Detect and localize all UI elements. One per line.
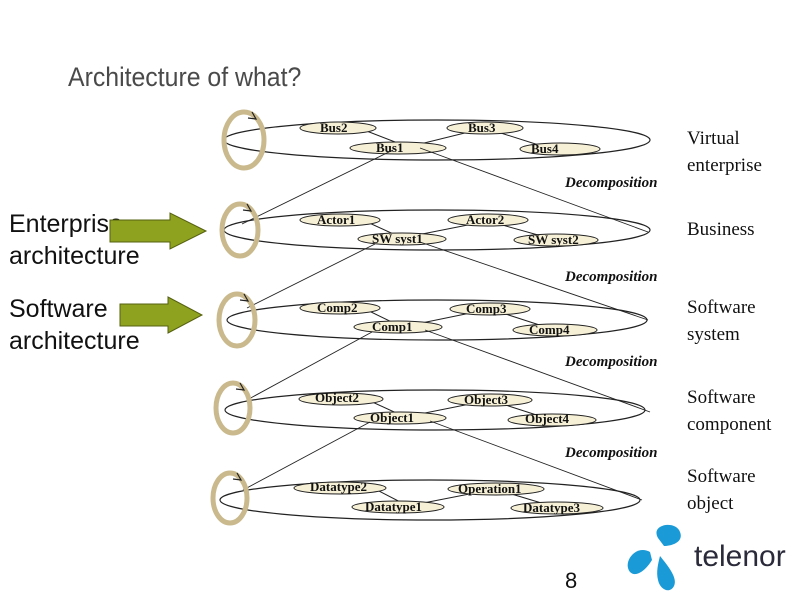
- software-label-line2: architecture: [9, 327, 140, 355]
- software-arrow-icon: [119, 296, 204, 334]
- node-comp3: Comp3: [466, 301, 507, 316]
- node-comp2: Comp2: [317, 300, 357, 315]
- telenor-logo: telenor: [627, 524, 786, 591]
- logo-wordmark: telenor: [694, 540, 786, 573]
- node-actor2: Actor2: [466, 212, 504, 227]
- level-software-object: Datatype2 Operation1 Datatype1 Datatype3: [210, 470, 641, 526]
- level-label-line: Software: [687, 466, 756, 487]
- level-label-line: Software: [687, 387, 756, 408]
- node-bus1: Bus1: [376, 140, 403, 155]
- enterprise-label-line2: architecture: [9, 242, 140, 270]
- level-label-line: component: [687, 414, 772, 435]
- node-object2: Object2: [315, 390, 359, 405]
- level-label-line: system: [687, 324, 740, 345]
- decomposition-label: Decomposition: [564, 175, 658, 191]
- level-virtual-enterprise: Bus2 Bus3 Bus1 Bus4: [221, 109, 651, 171]
- level-label-line: Software: [687, 297, 756, 318]
- decomposition-label: Decomposition: [564, 269, 658, 285]
- level-software-component: Object2 Object3 Object1 Object4: [213, 380, 646, 436]
- level-label-business: Business: [687, 216, 755, 243]
- loop-icon: [216, 291, 258, 349]
- loop-icon: [213, 380, 253, 436]
- level-software-system: Comp2 Comp3 Comp1 Comp4: [216, 291, 648, 349]
- node-sw-syst1: SW syst1: [372, 231, 423, 246]
- level-label-software-object: Software object: [687, 463, 756, 517]
- loop-icon: [219, 201, 261, 259]
- node-object1: Object1: [370, 410, 414, 425]
- node-object3: Object3: [464, 392, 509, 407]
- loop-icon: [221, 109, 267, 171]
- node-operation1: Operation1: [458, 481, 522, 496]
- level-label-virtual-enterprise: Virtual enterprise: [687, 125, 762, 179]
- page-number: 8: [565, 568, 578, 593]
- node-comp4: Comp4: [529, 322, 570, 337]
- node-comp1: Comp1: [372, 319, 412, 334]
- software-architecture-label: Software architecture: [9, 293, 140, 357]
- decomposition-label: Decomposition: [564, 445, 658, 461]
- level-business: Actor1 Actor2 SW syst1 SW syst2: [219, 201, 651, 259]
- node-sw-syst2: SW syst2: [528, 232, 579, 247]
- level-label-software-component: Software component: [687, 384, 771, 438]
- enterprise-architecture-label: Enterprise architecture: [9, 208, 140, 272]
- slide-title: Architecture of what?: [68, 62, 302, 92]
- node-bus3: Bus3: [468, 120, 496, 135]
- node-datatype2: Datatype2: [310, 479, 367, 494]
- loop-icon: [210, 470, 250, 526]
- telenor-propeller-icon: [627, 524, 681, 591]
- enterprise-label-line1: Enterprise: [9, 210, 123, 238]
- node-datatype1: Datatype1: [365, 499, 422, 514]
- software-label-line1: Software: [9, 295, 108, 323]
- enterprise-arrow-icon: [109, 212, 208, 250]
- level-label-line: enterprise: [687, 155, 762, 176]
- node-datatype3: Datatype3: [523, 500, 581, 515]
- decomposition-label: Decomposition: [564, 354, 658, 370]
- level-label-line: Business: [687, 219, 755, 240]
- level-label-line: Virtual: [687, 128, 740, 149]
- node-actor1: Actor1: [317, 212, 355, 227]
- node-object4: Object4: [525, 411, 570, 426]
- node-bus2: Bus2: [320, 120, 347, 135]
- level-label-line: object: [687, 493, 734, 514]
- node-bus4: Bus4: [531, 141, 559, 156]
- level-label-software-system: Software system: [687, 294, 756, 348]
